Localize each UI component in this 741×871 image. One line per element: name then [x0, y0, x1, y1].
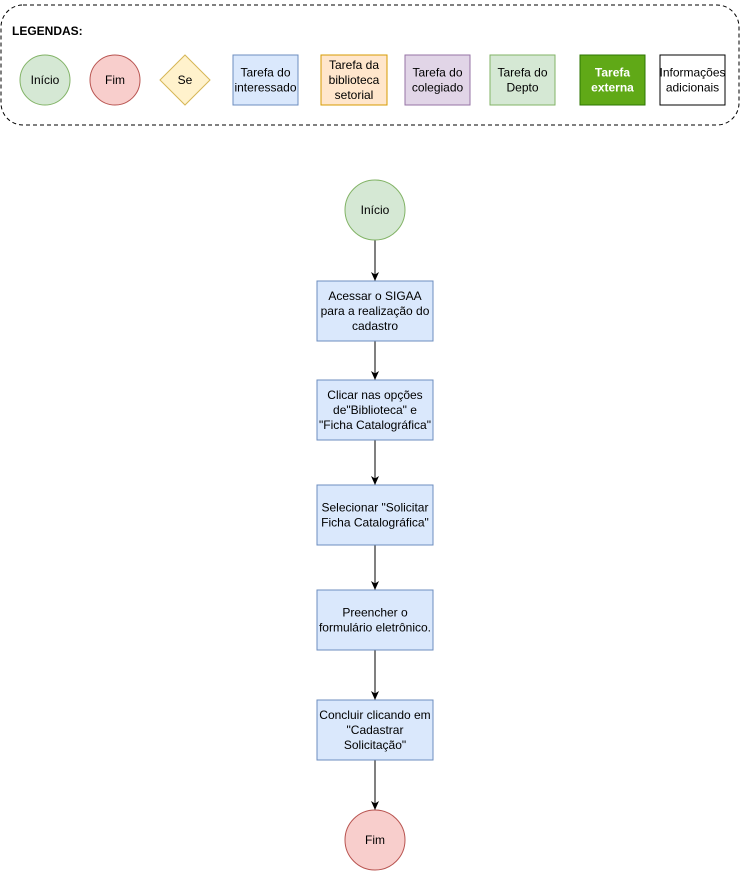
flow-end-node: Fim — [344, 809, 406, 871]
flow-step-click-options-rect — [316, 379, 434, 441]
legend-start-circle — [19, 54, 71, 106]
legend-info-rect — [659, 54, 726, 106]
legend-task-dept-label-line: Depto — [506, 81, 538, 95]
legend-task-external-rect — [579, 54, 646, 106]
flow-step-access-sigaa-label-line: Acessar o SIGAA — [328, 289, 421, 303]
flow-step-select-request-rect — [316, 484, 434, 546]
legend-task-board-rect — [404, 54, 471, 106]
flow-step-click-options-label-line: Clicar nas opções — [327, 388, 422, 402]
flow-step-finish-register-label-line: Solicitação" — [344, 738, 406, 752]
flow-step-fill-form-label-line: Preencher o — [342, 606, 408, 620]
legend-decision-diamond — [159, 54, 211, 106]
legend-item-start: Início — [19, 54, 71, 106]
flow-start-node: Início — [344, 179, 406, 241]
flow-start-circle — [344, 179, 406, 241]
flow-step-access-sigaa-label-line: cadastro — [352, 319, 398, 333]
legend-task-library-label-line: Tarefa da — [329, 58, 379, 72]
flow-step-fill-form-label-line: formulário eletrônico. — [319, 621, 431, 635]
legend-info-label-line: adicionais — [666, 81, 719, 95]
legend-task-interested-label-line: interessado — [234, 81, 296, 95]
flow-step-fill-form-rect — [316, 589, 434, 651]
flow-end-circle — [344, 809, 406, 871]
legend-task-board-label-line: colegiado — [412, 81, 464, 95]
legend-item-end: Fim — [89, 54, 141, 106]
flow-step-access-sigaa-rect — [316, 280, 434, 342]
legend-title: LEGENDAS: — [12, 24, 83, 38]
legend-task-dept-label-line: Tarefa do — [497, 66, 547, 80]
flow-step-finish-register-label-line: Concluir clicando em — [319, 708, 430, 722]
legend-task-interested-label-line: Tarefa do — [240, 66, 290, 80]
legend-end-label-line: Fim — [105, 73, 125, 87]
flow-step-finish-register-rect — [316, 699, 434, 761]
flow-step-select-request-label-line: Ficha Catalográfica" — [321, 516, 429, 530]
flow-step-click-options-label-line: de"Biblioteca" e — [333, 403, 417, 417]
legend-task-interested-rect — [232, 54, 299, 106]
legend-task-library-rect — [320, 54, 388, 106]
legend-item-decision: Se — [159, 54, 211, 106]
legend-task-board-label-line: Tarefa do — [412, 66, 462, 80]
legend-task-external-label-line: externa — [591, 81, 634, 95]
flow-step-finish-register-label-line: "Cadastrar — [347, 723, 404, 737]
flow-start-label-line: Início — [361, 203, 390, 217]
legend-task-library-label-line: setorial — [335, 88, 374, 102]
legend-task-library-label-line: biblioteca — [329, 73, 380, 87]
legend-task-external-label-line: Tarefa — [595, 66, 630, 80]
flow-step-finish-register: Concluir clicando em"CadastrarSolicitaçã… — [316, 699, 434, 761]
flow-step-access-sigaa-label-line: para a realização do — [321, 304, 430, 318]
legend-decision-label-line: Se — [178, 73, 193, 87]
flow-end-label-line: Fim — [365, 833, 385, 847]
flow-step-select-request-label-line: Selecionar "Solicitar — [322, 501, 429, 515]
legend-end-circle — [89, 54, 141, 106]
legend-start-label-line: Início — [31, 73, 60, 87]
legend-info-label-line: Informações — [659, 66, 725, 80]
flow-step-click-options-label-line: "Ficha Catalográfica" — [319, 418, 431, 432]
legend-task-dept-rect — [489, 54, 556, 106]
